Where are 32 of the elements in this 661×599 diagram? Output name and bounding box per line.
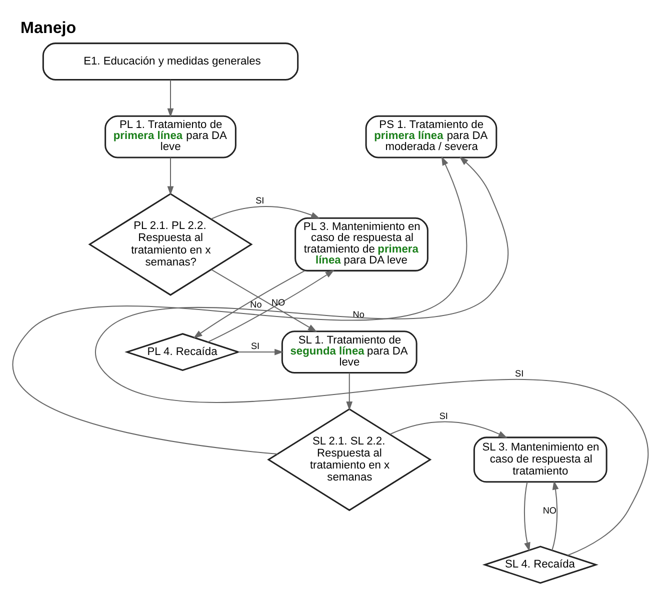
node-box: PL 3. Mantenimiento en caso de respuesta al tratamiento de primera línea para DA leve (294, 216, 428, 271)
arrow (346, 372, 353, 410)
node-box: SL 1. Tratamiento de segunda línea para DA leve (281, 330, 418, 374)
diagram-title: Manejo (20, 18, 76, 37)
node-box: PL 1. Tratamiento de primera línea para DA leve (104, 114, 236, 158)
arrow (552, 480, 559, 550)
edge-label: No (352, 308, 364, 319)
edge-label: SI (515, 368, 524, 378)
node-box: E1. Educación y medidas generales (42, 42, 299, 80)
arrow (94, 156, 649, 556)
edge-label: SI (439, 410, 448, 420)
arrow (210, 206, 320, 219)
node-diamond: PL 2.1. PL 2.2. Respuesta al tratamiento en x semanas? (88, 192, 253, 296)
arrow (13, 156, 468, 454)
edge-label: NO (542, 504, 556, 515)
arrow (167, 157, 174, 195)
arrow (390, 420, 508, 438)
node-diamond: SL 4. Recaída (482, 545, 598, 584)
edge-label: SI (250, 340, 260, 351)
node-box: SL 3. Mantenimiento en caso de respuesta al tratamiento (473, 436, 608, 482)
node-box: PS 1. Tratamiento de primera línea para DA moderada / severa (365, 114, 498, 158)
edge-label: No (250, 299, 262, 309)
node-diamond: SL 2.1. SL 2.2. Respuesta al tratamiento en x semanas (267, 408, 432, 511)
arrow (167, 79, 174, 117)
arrow (211, 268, 318, 332)
edge-label: NO (271, 296, 286, 307)
arrow (238, 348, 284, 355)
node-diamond: PL 4. Recaída (124, 332, 241, 371)
arrow (193, 270, 306, 338)
arrow (208, 269, 334, 342)
arrow (524, 481, 530, 551)
edge-label: SI (256, 195, 264, 206)
